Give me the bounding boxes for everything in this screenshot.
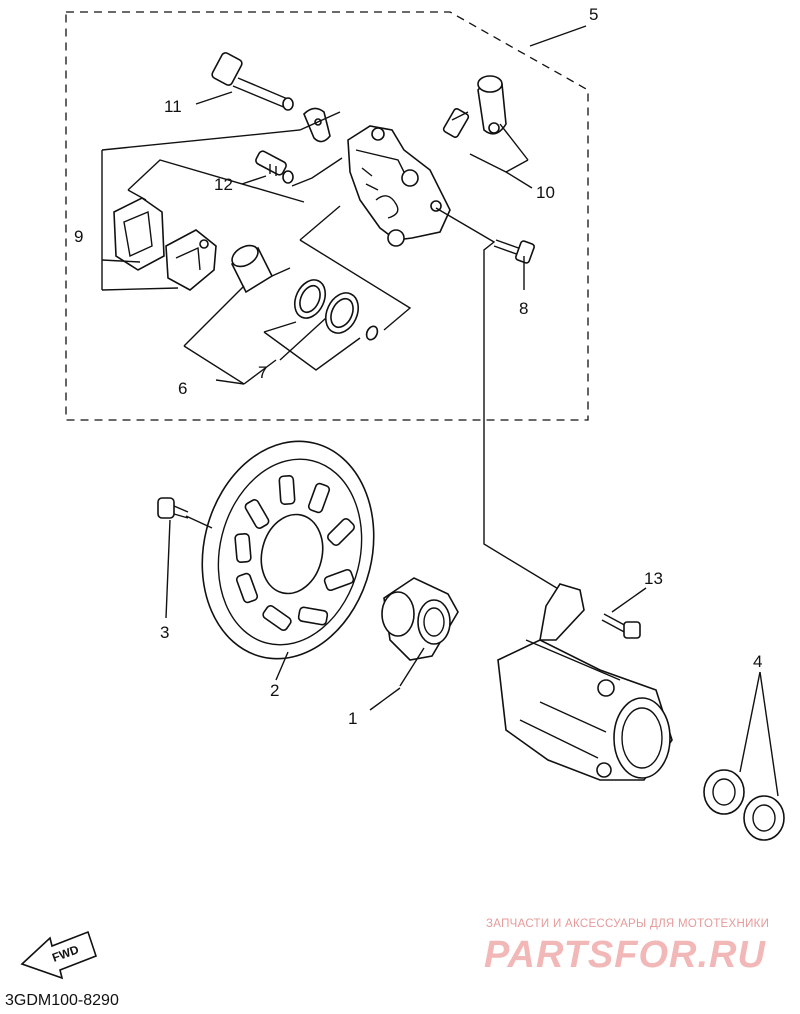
brake-disc-2 — [201, 440, 375, 660]
disc-bolt-3 — [157, 497, 213, 619]
brake-pad-outer — [165, 229, 217, 291]
caliper-leader-lines — [101, 25, 587, 591]
watermark-logo: PARTSFOR.RU — [484, 934, 766, 976]
callout-13: 13 — [644, 569, 663, 588]
callout-4: 4 — [753, 652, 762, 671]
watermark-tagline: ЗАПЧАСТИ И АКСЕССУАРЫ ДЛЯ МОТОТЕХНИКИ — [486, 918, 770, 930]
callout-11: 11 — [164, 97, 182, 116]
bracket-bolt-13 — [601, 587, 647, 639]
piston-seal-small — [365, 325, 379, 341]
disc-hub-1 — [369, 577, 459, 711]
caliper-assembly-boundary — [65, 11, 589, 421]
piston-seal-7b — [324, 292, 360, 334]
piston-seal-7a — [293, 279, 327, 319]
callout-2: 2 — [270, 681, 279, 700]
pad-clip — [303, 107, 331, 143]
callout-7: 7 — [258, 363, 267, 382]
pin-bolt-11 — [211, 52, 294, 111]
nut-4b — [743, 795, 785, 841]
disc-slots — [234, 475, 355, 631]
callout-5: 5 — [589, 5, 598, 24]
caliper-bracket — [497, 583, 673, 781]
nut-4a — [703, 769, 745, 815]
callout-10: 10 — [536, 183, 555, 202]
piston-6 — [230, 244, 291, 294]
caliper-bolt-8 — [493, 239, 535, 264]
diagram-code: 3GDM100-8290 — [5, 992, 119, 1009]
brake-pad-inner — [113, 197, 165, 271]
callout-1: 1 — [348, 709, 357, 728]
caliper-body — [347, 125, 451, 247]
hose-clamp-10 — [477, 75, 507, 135]
bleed-screw-12 — [255, 150, 294, 184]
callout-3: 3 — [160, 623, 169, 642]
callout-12: 12 — [214, 175, 233, 194]
callout-8: 8 — [519, 299, 528, 318]
fwd-arrow: FWD — [20, 930, 97, 980]
callout-6: 6 — [178, 379, 187, 398]
banjo-bolt-10 — [442, 108, 470, 138]
callout-9: 9 — [74, 227, 83, 246]
